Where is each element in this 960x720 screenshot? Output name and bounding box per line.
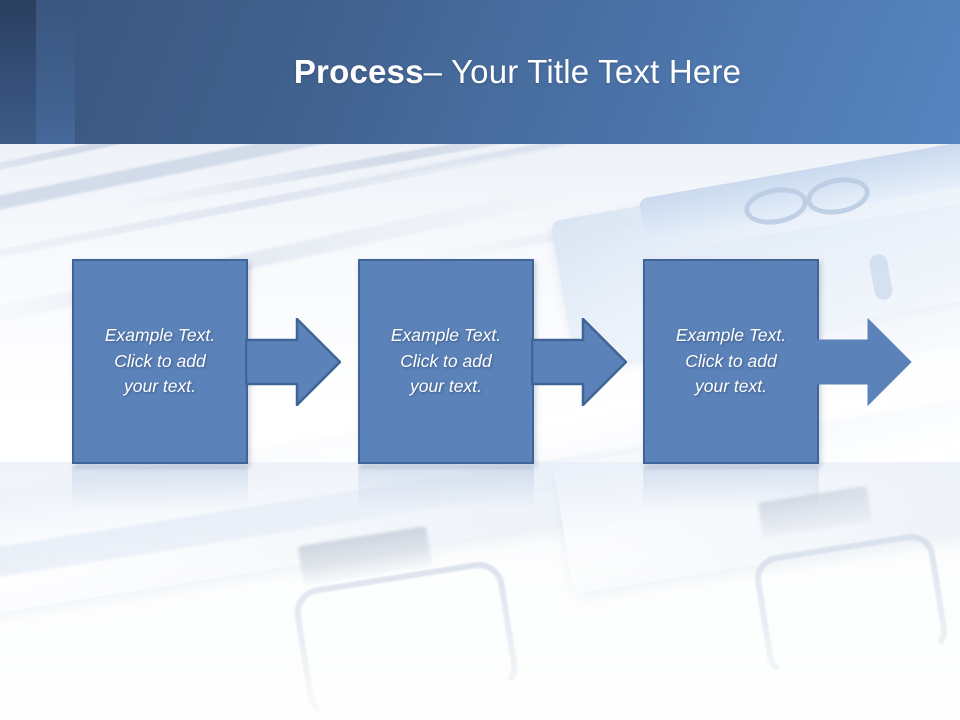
right-arrow-icon bbox=[245, 318, 341, 406]
right-arrow-icon bbox=[816, 318, 912, 406]
process-step-2-text: Example Text. Click to add your text. bbox=[390, 325, 502, 397]
step-box-reflection bbox=[358, 466, 534, 536]
step-box-reflection bbox=[643, 466, 819, 536]
process-arrow-2[interactable] bbox=[531, 318, 627, 406]
process-step-1-text: Example Text. Click to add your text. bbox=[104, 325, 216, 397]
page-title-strong: Process bbox=[293, 53, 424, 90]
right-arrow-icon bbox=[531, 318, 627, 406]
page-title-rest: – Your Title Text Here bbox=[423, 53, 742, 90]
banner-accent-bar-mid bbox=[36, 0, 75, 144]
step-box-reflection bbox=[72, 466, 248, 536]
bottom-fade bbox=[0, 520, 960, 720]
banner-accent-bar-dark bbox=[0, 0, 36, 144]
process-step-3[interactable]: Example Text. Click to add your text. bbox=[643, 259, 819, 464]
process-step-1[interactable]: Example Text. Click to add your text. bbox=[72, 259, 248, 464]
process-step-2[interactable]: Example Text. Click to add your text. bbox=[358, 259, 534, 464]
process-arrow-3[interactable] bbox=[816, 318, 912, 406]
page-title: Process – Your Title Text Here bbox=[75, 0, 960, 144]
title-banner: Process – Your Title Text Here bbox=[0, 0, 960, 144]
process-step-3-text: Example Text. Click to add your text. bbox=[675, 325, 787, 397]
process-arrow-1[interactable] bbox=[245, 318, 341, 406]
